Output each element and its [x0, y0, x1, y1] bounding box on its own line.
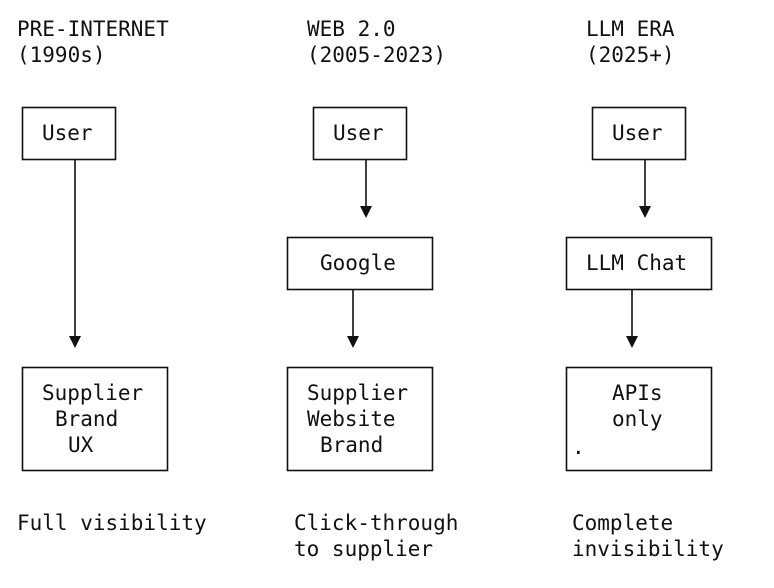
column-title-llm: LLM ERA [586, 17, 675, 41]
caption-llm-line-2: invisibility [572, 537, 724, 561]
arrow-head-llm-1 [639, 206, 651, 218]
box-llm-apis [565, 366, 713, 472]
box-web2-google [286, 236, 434, 291]
node-label-web2-google: Google [320, 251, 396, 275]
column-subtitle-pre-internet: (1990s) [17, 43, 106, 67]
node-label-llm-apis-3: . [572, 435, 585, 459]
arrow-head-web2-2 [347, 336, 359, 348]
node-label-web2-supplier-2: Website [307, 407, 396, 431]
box-web2-user [312, 106, 408, 161]
column-title-pre-internet: PRE-INTERNET [17, 17, 169, 41]
node-label-web2-user: User [333, 121, 384, 145]
node-label-pre-internet-supplier-2: Brand [55, 407, 119, 431]
node-label-pre-internet-supplier-1: Supplier [42, 381, 144, 405]
box-llm-chat [565, 236, 713, 291]
node-label-llm-apis-2: only [612, 407, 663, 431]
column-subtitle-llm: (2025+) [586, 43, 675, 67]
node-label-llm-user: User [612, 121, 663, 145]
box-web2-supplier [286, 366, 434, 472]
box-llm-user [591, 106, 687, 161]
caption-web2-line-2: to supplier [294, 537, 434, 561]
box-pre-internet-user [21, 106, 117, 161]
node-label-llm-apis-1: APIs [612, 381, 663, 405]
box-pre-internet-supplier [21, 366, 169, 472]
arrow-head-llm-2 [626, 336, 638, 348]
arrow-head-web2-1 [360, 206, 372, 218]
node-label-pre-internet-supplier-3: UX [68, 433, 94, 457]
caption-llm-line-1: Complete [572, 511, 674, 535]
caption-web2-line-1: Click-through [294, 511, 459, 535]
column-title-web2: WEB 2.0 [307, 17, 396, 41]
column-subtitle-web2: (2005-2023) [307, 43, 447, 67]
node-label-pre-internet-user: User [42, 121, 93, 145]
node-label-web2-supplier-3: Brand [320, 433, 384, 457]
node-label-llm-chat: LLM Chat [586, 251, 688, 275]
caption-pre-internet: Full visibility [17, 511, 207, 535]
node-label-web2-supplier-1: Supplier [307, 381, 409, 405]
arrow-head-pre-internet [69, 336, 81, 348]
